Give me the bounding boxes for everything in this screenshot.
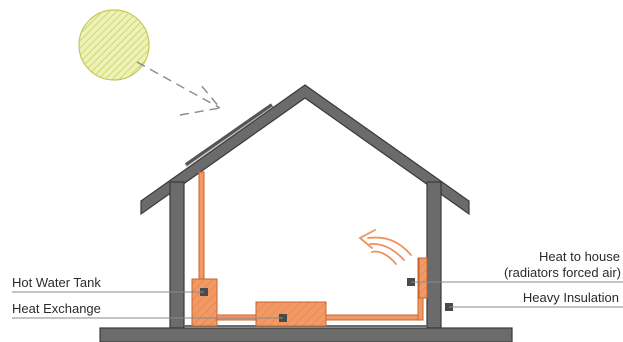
label-radiators-forced-air: (radiators forced air): [504, 265, 621, 280]
label-heat-exchange: Heat Exchange: [12, 301, 101, 316]
sun-icon: [78, 9, 150, 81]
pipes: [198, 171, 424, 321]
sun-ray-arrow: [136, 61, 222, 116]
label-heavy-insulation: Heavy Insulation: [523, 290, 619, 305]
solar-collector: [184, 103, 274, 168]
heat-exchange-unit: [255, 301, 327, 327]
foundation: [99, 327, 513, 342]
heat-flow-icon: [358, 229, 412, 265]
hot-water-tank: [191, 278, 218, 327]
radiator: [407, 257, 428, 299]
leader-lines: [12, 281, 623, 319]
label-hot-water-tank: Hot Water Tank: [12, 275, 101, 290]
roof: [140, 84, 470, 216]
label-heat-to-house: Heat to house: [539, 249, 620, 264]
